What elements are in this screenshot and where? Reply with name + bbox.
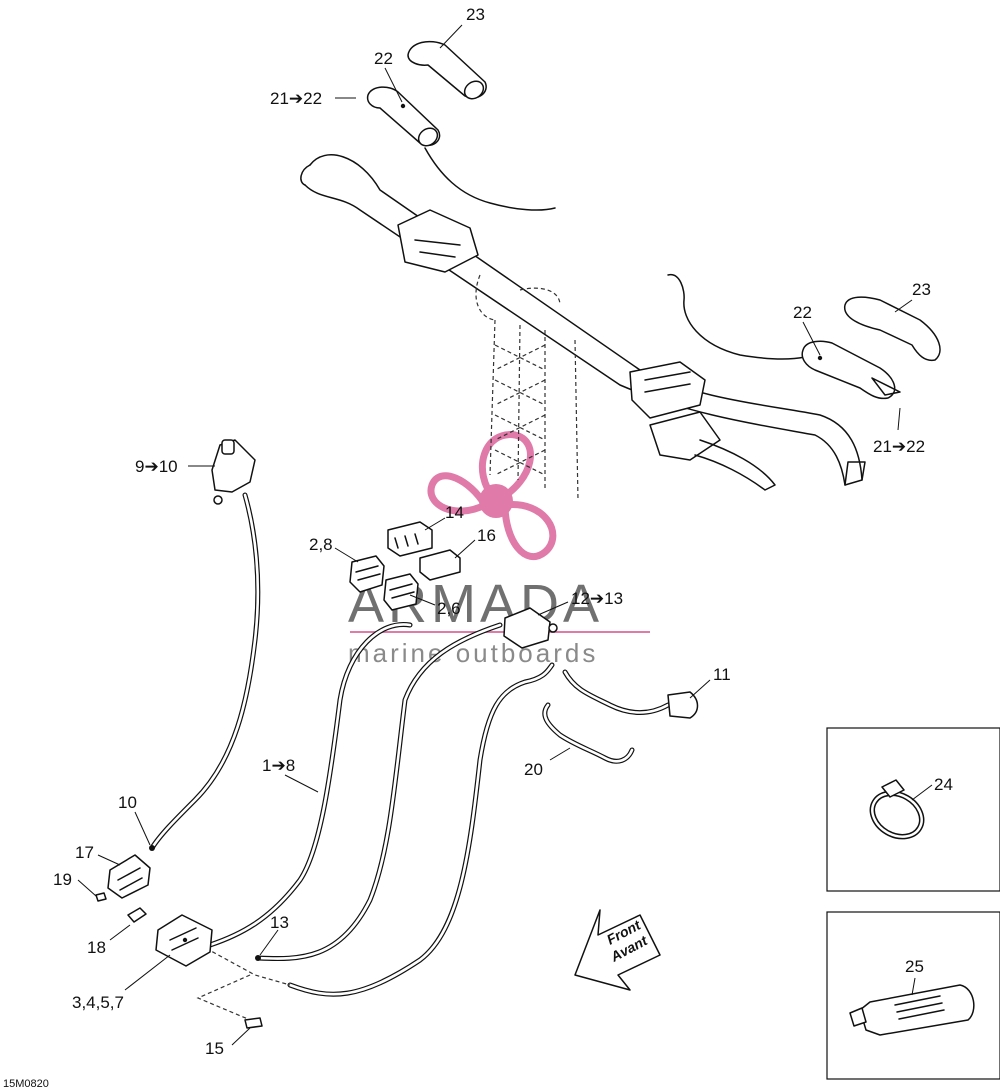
grips-right [801,296,941,400]
propeller-logo-icon [427,431,557,561]
wiring-harness [149,492,671,1023]
callout-23-right: 23 [912,280,931,299]
callout-12-13: 12➔13 [571,589,623,608]
callout-22-right: 22 [793,303,812,322]
callout-14: 14 [445,503,464,522]
inset-clamp [826,727,1000,892]
handlebar-assembly [300,154,866,501]
callout-17: 17 [75,843,94,862]
grips-top [366,40,556,211]
callout-21-22-right: 21➔22 [873,437,925,456]
callout-18: 18 [87,938,106,957]
callout-16: 16 [477,526,496,545]
leader-lines [77,24,933,1046]
callout-25: 25 [905,957,924,976]
callout-15: 15 [205,1039,224,1058]
callout-23-top: 23 [466,5,485,24]
callouts: 23 22 21➔22 22 23 21➔22 9➔10 14 16 2,8 2… [53,5,953,1058]
callout-24: 24 [934,775,953,794]
watermark-tagline: marine outboards [348,638,598,668]
callout-21-22-top: 21➔22 [270,89,322,108]
callout-9-10: 9➔10 [135,457,178,476]
callout-13: 13 [270,913,289,932]
callout-22-top: 22 [374,49,393,68]
callout-20: 20 [524,760,543,779]
inset-grease-tube [826,911,1000,1080]
callout-3-4-5-7: 3,4,5,7 [72,993,124,1012]
diagram-code: 15M0820 [3,1078,49,1090]
callout-2-8: 2,8 [309,535,333,554]
callout-19: 19 [53,870,72,889]
callout-11: 11 [713,665,731,684]
callout-10: 10 [118,793,137,812]
callout-2-6: 2,6 [437,599,461,618]
callout-1-8: 1➔8 [262,756,295,775]
components [95,439,699,1029]
inset-box-24 [826,727,1000,892]
front-arrow: Front Avant [574,909,661,991]
